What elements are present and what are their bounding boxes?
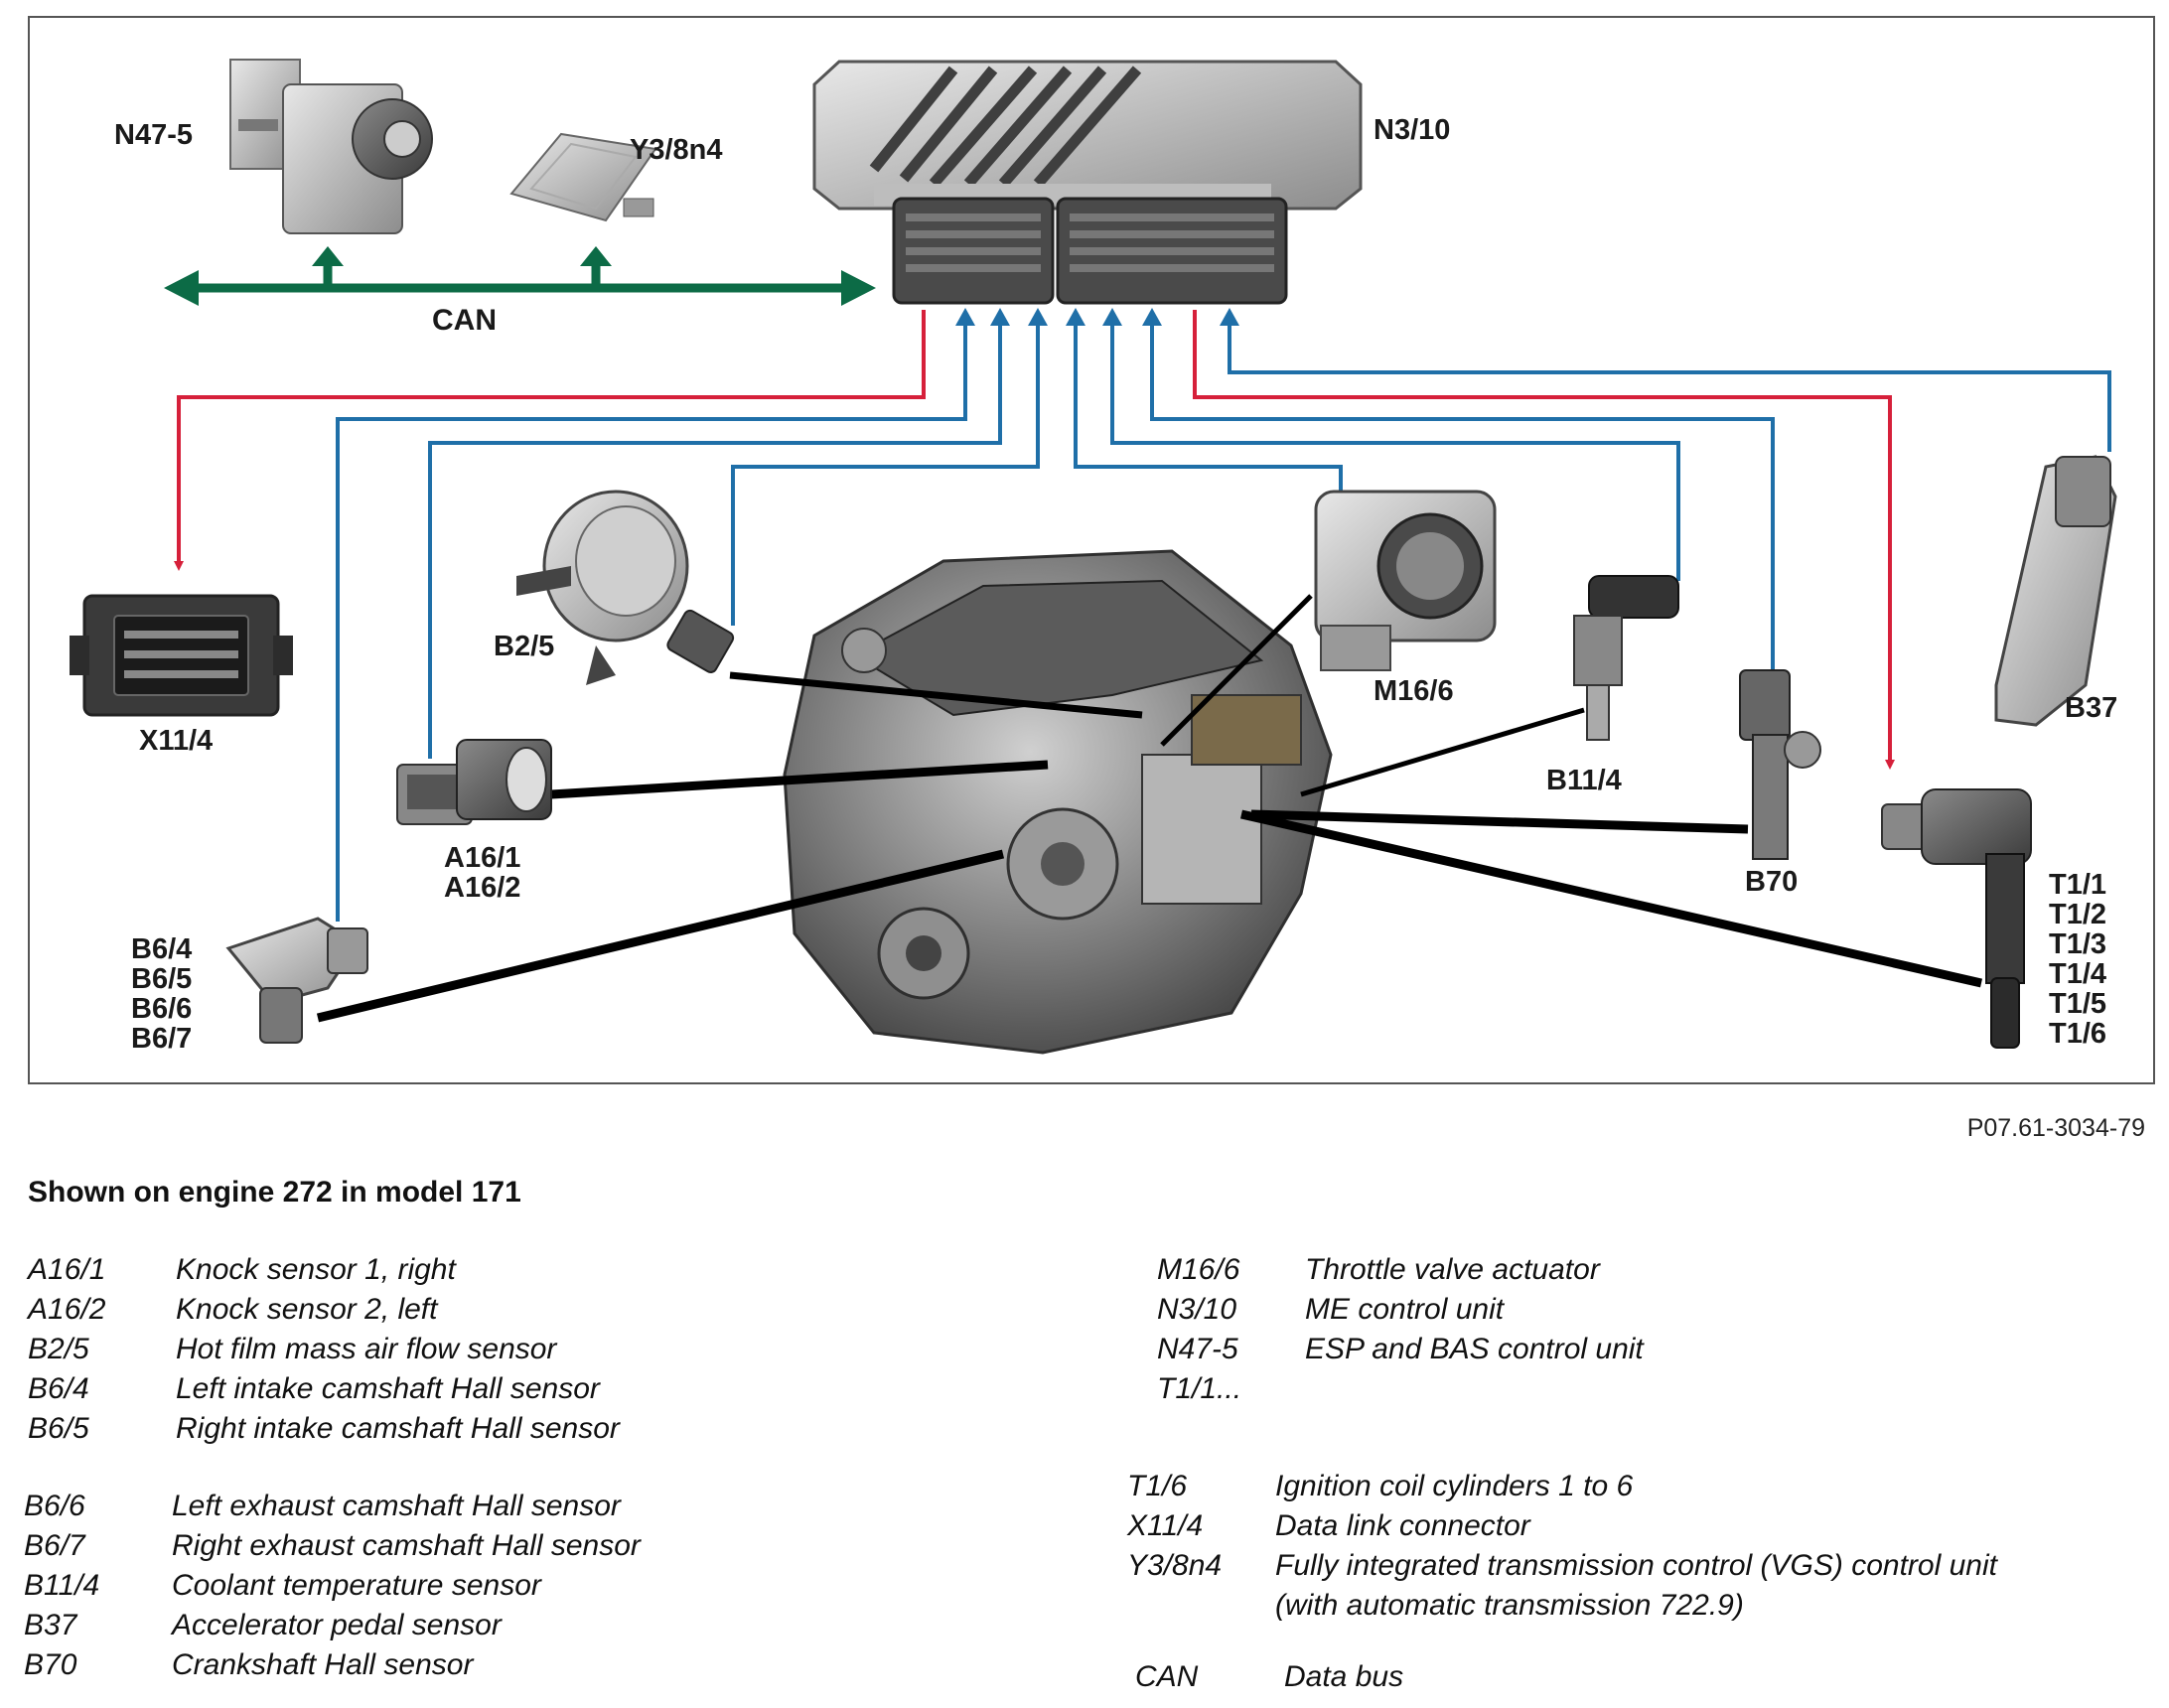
legend-desc: Left intake camshaft Hall sensor	[176, 1372, 600, 1405]
legend-code: B37	[24, 1609, 77, 1641]
n47-5-label: N47-5	[114, 119, 193, 151]
legend-code: A16/2	[28, 1293, 106, 1326]
y3-8n4-label: Y3/8n4	[630, 134, 723, 166]
legend-desc: Throttle valve actuator	[1305, 1253, 1600, 1286]
mass-air-flow-sensor-image	[516, 490, 735, 685]
a16-1-label: A16/1	[444, 842, 520, 874]
coolant-temperature-sensor-image	[1573, 575, 1679, 741]
b37-label: B37	[2065, 692, 2117, 724]
legend-desc: Knock sensor 2, left	[176, 1293, 438, 1326]
pointer-lines	[316, 594, 1983, 1023]
legend-code: N47-5	[1157, 1333, 1238, 1365]
legend-code: N3/10	[1157, 1293, 1237, 1326]
legend-code: A16/1	[28, 1253, 106, 1286]
legend-desc: Data link connector	[1275, 1509, 1530, 1542]
legend-desc: Accelerator pedal sensor	[172, 1609, 502, 1641]
legend-desc: (with automatic transmission 722.9)	[1275, 1589, 1744, 1622]
legend-code: B6/4	[28, 1372, 89, 1405]
can-bus	[164, 246, 876, 306]
b2-5-label: B2/5	[494, 631, 554, 662]
legend-code: T1/1...	[1157, 1372, 1242, 1405]
legend-desc: Right exhaust camshaft Hall sensor	[172, 1529, 641, 1562]
wire-b11-4	[1110, 320, 1680, 581]
engine-image	[783, 549, 1333, 1055]
legend-desc: Coolant temperature sensor	[172, 1569, 541, 1602]
legend-desc: Ignition coil cylinders 1 to 6	[1275, 1470, 1634, 1502]
legend-code: M16/6	[1157, 1253, 1240, 1286]
esp-bas-control-unit-image	[229, 59, 433, 234]
me-control-unit-image	[812, 60, 1363, 305]
n3-10-label: N3/10	[1374, 114, 1450, 146]
legend-desc: Fully integrated transmission control (V…	[1275, 1549, 1997, 1582]
reference-code: P07.61-3034-79	[1966, 1114, 2145, 1142]
legend-code: X11/4	[1127, 1509, 1204, 1542]
legend-desc: Hot film mass air flow sensor	[176, 1333, 557, 1365]
legend-code: B70	[24, 1648, 77, 1681]
b6-7-label: B6/7	[131, 1023, 192, 1055]
wire-t1	[1193, 310, 1895, 770]
b6-6-label: B6/6	[131, 993, 192, 1025]
legend-code: B6/7	[24, 1529, 85, 1562]
throttle-valve-actuator-image	[1314, 490, 1497, 671]
m16-6-label: M16/6	[1374, 675, 1454, 707]
wire-b6	[336, 320, 967, 922]
legend-code: B6/6	[24, 1490, 85, 1522]
wire-m16-6	[1074, 320, 1343, 497]
x11-4-label: X11/4	[139, 725, 213, 757]
camshaft-hall-sensor-image	[225, 917, 368, 1044]
caption: Shown on engine 272 in model 171	[28, 1176, 521, 1209]
transmission-control-unit-image	[509, 132, 657, 222]
crankshaft-hall-sensor-image	[1739, 669, 1821, 860]
b11-4-label: B11/4	[1546, 765, 1622, 796]
can-label: CAN	[432, 304, 497, 337]
legend-desc: ME control unit	[1305, 1293, 1505, 1326]
legend-desc: ESP and BAS control unit	[1305, 1333, 1644, 1365]
legend-code: B2/5	[28, 1333, 89, 1365]
legend-code: T1/6	[1127, 1470, 1188, 1502]
legend-code: B6/5	[28, 1412, 89, 1445]
legend-desc: Crankshaft Hall sensor	[172, 1648, 474, 1681]
wire-b70	[1150, 320, 1775, 675]
t1-3-label: T1/3	[2049, 928, 2106, 960]
legend-code: CAN	[1135, 1660, 1199, 1693]
legend-desc: Left exhaust camshaft Hall sensor	[172, 1490, 621, 1522]
wire-a16	[428, 320, 1002, 759]
t1-5-label: T1/5	[2049, 988, 2106, 1020]
legend-desc: Data bus	[1284, 1660, 1404, 1693]
wire-b37	[1228, 320, 2111, 452]
a16-2-label: A16/2	[444, 872, 520, 904]
accelerator-pedal-sensor-image	[1994, 455, 2117, 727]
b6-5-label: B6/5	[131, 963, 192, 995]
wire-b2-5	[731, 320, 1040, 626]
wiring-lines	[174, 310, 2111, 922]
data-link-connector-image	[70, 594, 293, 717]
b70-label: B70	[1745, 866, 1798, 898]
t1-2-label: T1/2	[2049, 899, 2106, 930]
t1-6-label: T1/6	[2049, 1018, 2106, 1050]
legend-desc: Knock sensor 1, right	[176, 1253, 456, 1286]
knock-sensor-image	[396, 739, 552, 825]
ignition-coil-image	[1881, 788, 2032, 1049]
legend-code: B11/4	[24, 1569, 100, 1602]
legend-desc: Right intake camshaft Hall sensor	[176, 1412, 620, 1445]
wire-x11-4	[174, 310, 926, 571]
t1-4-label: T1/4	[2049, 958, 2106, 990]
b6-4-label: B6/4	[131, 933, 192, 965]
input-arrowheads	[955, 308, 1239, 326]
t1-1-label: T1/1	[2049, 869, 2106, 901]
legend-code: Y3/8n4	[1127, 1549, 1223, 1582]
wiring-diagram: CAN N47-5 Y3/8n4	[70, 59, 2117, 1055]
